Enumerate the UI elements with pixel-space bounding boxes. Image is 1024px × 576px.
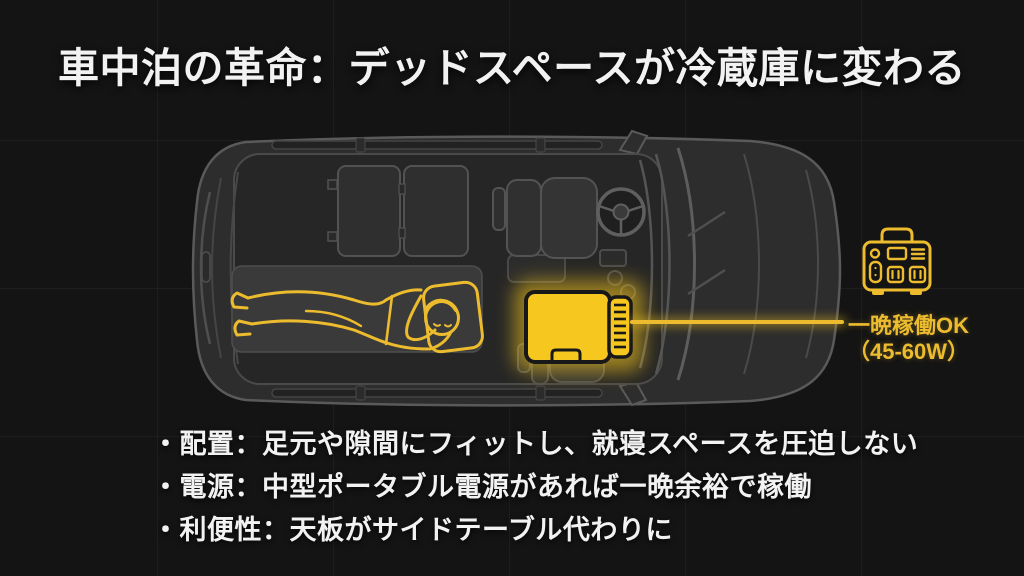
roof-rail-top (271, 140, 603, 150)
wiper-line (687, 210, 726, 238)
hood-crease (743, 153, 760, 375)
annotation-text-2: （45-60W） (848, 339, 970, 364)
power-annotation: 一晩稼働OK （45-60W） (843, 222, 993, 365)
front-bumper-line (805, 169, 819, 359)
portable-power-station-icon (862, 227, 932, 295)
sleeping-mat (231, 265, 483, 353)
rear-folded-seats (327, 165, 469, 257)
dashboard-line (638, 159, 654, 369)
wiper-line (687, 268, 726, 296)
page-title: 車中泊の革命：デッドスペースが冷蔵庫に変わる (57, 45, 967, 91)
steering-wheel-icon (596, 187, 646, 237)
annotation-text-1: 一晩稼働OK (848, 313, 970, 338)
bullet-convenience: ・利便性：天板がサイドテーブル代わりに (152, 515, 673, 545)
bullet-placement: ・配置：足元や隙間にフィットし、就寝スペースを圧迫しない (152, 429, 919, 459)
driver-seat (492, 177, 598, 259)
car-top-view-icon (191, 129, 842, 407)
sleeping-person-icon (230, 280, 484, 354)
windshield-line (676, 147, 696, 381)
fridge-icon (514, 280, 644, 372)
front-body-lines (638, 147, 819, 381)
bullet-power: ・電源：中型ポータブル電源があれば一晩余裕で稼働 (152, 472, 812, 502)
roof-rail-bottom (271, 388, 603, 398)
side-mirror-top (618, 129, 649, 156)
bullet-list: ・配置：足元や隙間にフィットし、就寝スペースを圧迫しない ・電源：中型ポータブル… (152, 423, 932, 552)
armrest-tray (507, 254, 566, 283)
leader-line (630, 320, 844, 324)
